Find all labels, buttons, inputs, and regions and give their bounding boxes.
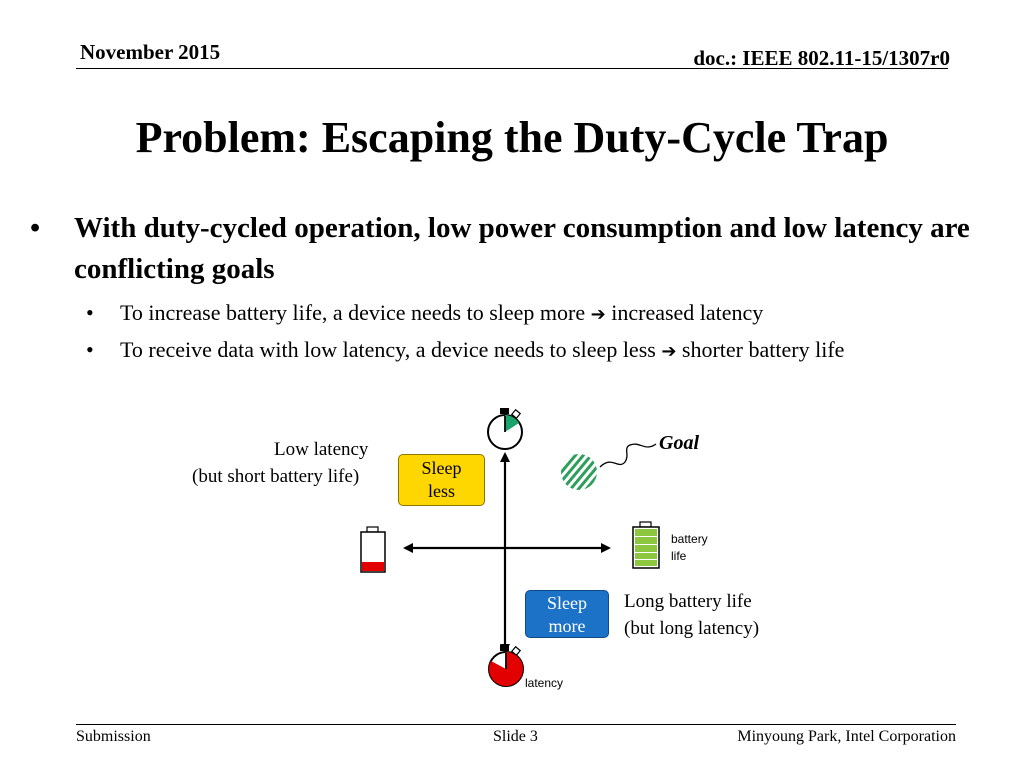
- sleep-more-box: Sleep more: [525, 590, 609, 638]
- header-divider: [76, 68, 948, 69]
- bullet-dot: •: [30, 212, 41, 244]
- slide-title: Problem: Escaping the Duty-Cycle Trap: [135, 113, 889, 162]
- long-battery-label: Long battery life: [624, 591, 752, 612]
- sleep-more-line1: Sleep: [547, 593, 587, 613]
- low-latency-label: Low latency: [274, 439, 369, 460]
- header-doc-id: doc.: IEEE 802.11-15/1307r0: [693, 46, 950, 70]
- stopwatch-long-icon: [488, 645, 524, 687]
- arrow-right-icon: ➔: [661, 341, 677, 362]
- footer-author: Minyoung Park, Intel Corporation: [737, 728, 956, 745]
- footer-slide-number: Slide 3: [493, 728, 538, 745]
- sub-bullet-2: • To receive data with low latency, a de…: [0, 337, 1024, 363]
- long-latency-label: (but long latency): [624, 618, 760, 639]
- battery-life-label-line2: life: [671, 549, 687, 563]
- sub-bullet-1: • To increase battery life, a device nee…: [0, 300, 1024, 326]
- arrow-right-icon: ➔: [590, 304, 606, 325]
- sub-bullet-1-text: To increase battery life, a device needs…: [120, 300, 763, 326]
- goal-pointer-line: [599, 443, 657, 468]
- stopwatch-short-icon: [487, 408, 523, 450]
- sub-bullet-1-after: increased latency: [611, 300, 764, 325]
- sleep-less-line2: less: [428, 481, 455, 501]
- battery-life-label-line1: battery: [671, 532, 708, 546]
- latency-label: latency: [525, 676, 564, 690]
- sleep-less-line1: Sleep: [421, 458, 462, 478]
- sub-bullet-2-before: To receive data with low latency, a devi…: [120, 337, 656, 362]
- sub-bullet-2-text: To receive data with low latency, a devi…: [120, 337, 844, 363]
- goal-label: Goal: [659, 432, 699, 454]
- goal-target-icon: [561, 454, 597, 490]
- sub-bullet-2-after: shorter battery life: [681, 337, 845, 362]
- bullet-dot: •: [86, 300, 94, 325]
- main-bullet-text: With duty-cycled operation, low power co…: [74, 212, 970, 285]
- footer-divider: [76, 724, 956, 725]
- bullet-dot: •: [86, 337, 94, 362]
- battery-low-icon: [360, 526, 386, 573]
- sleep-less-box: Sleep less: [398, 454, 485, 506]
- sub-bullet-1-before: To increase battery life, a device needs…: [120, 300, 586, 325]
- short-battery-label: (but short battery life): [192, 466, 360, 487]
- header-date: November 2015: [80, 40, 221, 64]
- footer-submission: Submission: [76, 728, 151, 745]
- battery-full-icon: [632, 521, 660, 569]
- main-bullet: • With duty-cycled operation, low power …: [30, 208, 990, 290]
- sleep-more-line2: more: [548, 616, 586, 636]
